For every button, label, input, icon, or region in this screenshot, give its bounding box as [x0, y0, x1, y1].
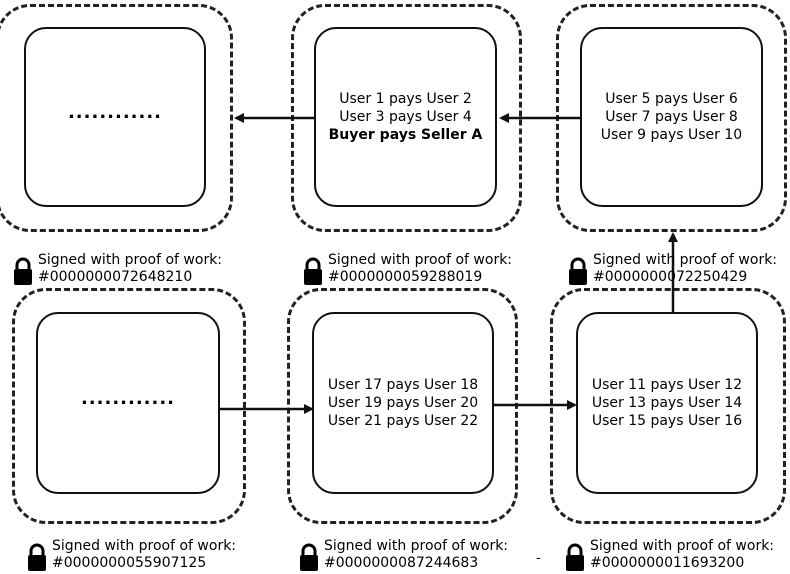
transaction-line: User 5 pays User 6: [605, 91, 738, 107]
block-hash: #0000000072250429: [593, 269, 748, 285]
signature-label: Signed with proof of work:: [324, 538, 509, 554]
signature-text: Signed with proof of work: #000000001169…: [590, 538, 774, 572]
transaction-line: User 3 pays User 4: [339, 109, 472, 125]
padlock-icon: [28, 543, 46, 571]
block-3: User 5 pays User 6 User 7 pays User 8 Us…: [580, 27, 763, 207]
signature-text: Signed with proof of work: #000000005928…: [328, 252, 512, 286]
signature-label: Signed with proof of work:: [593, 252, 778, 268]
block-1-ellipsis: ............: [67, 102, 163, 123]
padlock-icon: [14, 257, 32, 285]
block-4: ............: [36, 312, 220, 494]
block-hash: #0000000072648210: [38, 269, 193, 285]
transaction-line: User 17 pays User 18: [327, 377, 479, 393]
block-hash: #0000000011693200: [590, 555, 745, 571]
transaction-line-highlighted: Buyer pays Seller A: [328, 127, 483, 143]
padlock-icon: [566, 543, 584, 571]
block-2: User 1 pays User 2 User 3 pays User 4 Bu…: [314, 27, 497, 207]
block-4-ellipsis: ............: [80, 388, 176, 409]
padlock-icon: [569, 257, 587, 285]
signature-label: Signed with proof of work:: [590, 538, 775, 554]
signature-text: Signed with proof of work: #000000008724…: [324, 538, 508, 572]
signature-text: Signed with proof of work: #000000005590…: [52, 538, 236, 572]
transaction-line: User 11 pays User 12: [591, 377, 743, 393]
block-5: User 17 pays User 18 User 19 pays User 2…: [312, 312, 494, 494]
transaction-line: User 1 pays User 2: [339, 91, 472, 107]
transaction-line: User 13 pays User 14: [591, 395, 743, 411]
signature-label: Signed with proof of work:: [52, 538, 237, 554]
transaction-line: User 15 pays User 16: [591, 413, 743, 429]
signature-label: Signed with proof of work:: [38, 252, 223, 268]
transaction-line: User 9 pays User 10: [600, 127, 743, 143]
transaction-line: User 7 pays User 8: [605, 109, 738, 125]
signature-text: Signed with proof of work: #000000007264…: [38, 252, 222, 286]
stray-mark: -: [536, 551, 541, 566]
signature-label: Signed with proof of work:: [328, 252, 513, 268]
block-hash: #0000000059288019: [328, 269, 483, 285]
padlock-icon: [300, 543, 318, 571]
transaction-line: User 21 pays User 22: [327, 413, 479, 429]
block-frame-1: [0, 4, 233, 232]
block-1: ............: [24, 27, 206, 207]
block-frame-4: [12, 288, 246, 524]
block-hash: #0000000055907125: [52, 555, 207, 571]
block-hash: #0000000087244683: [324, 555, 479, 571]
signature-text: Signed with proof of work: #000000007225…: [593, 252, 777, 286]
padlock-icon: [304, 257, 322, 285]
transaction-line: User 19 pays User 20: [327, 395, 479, 411]
block-6: User 11 pays User 12 User 13 pays User 1…: [576, 312, 758, 494]
